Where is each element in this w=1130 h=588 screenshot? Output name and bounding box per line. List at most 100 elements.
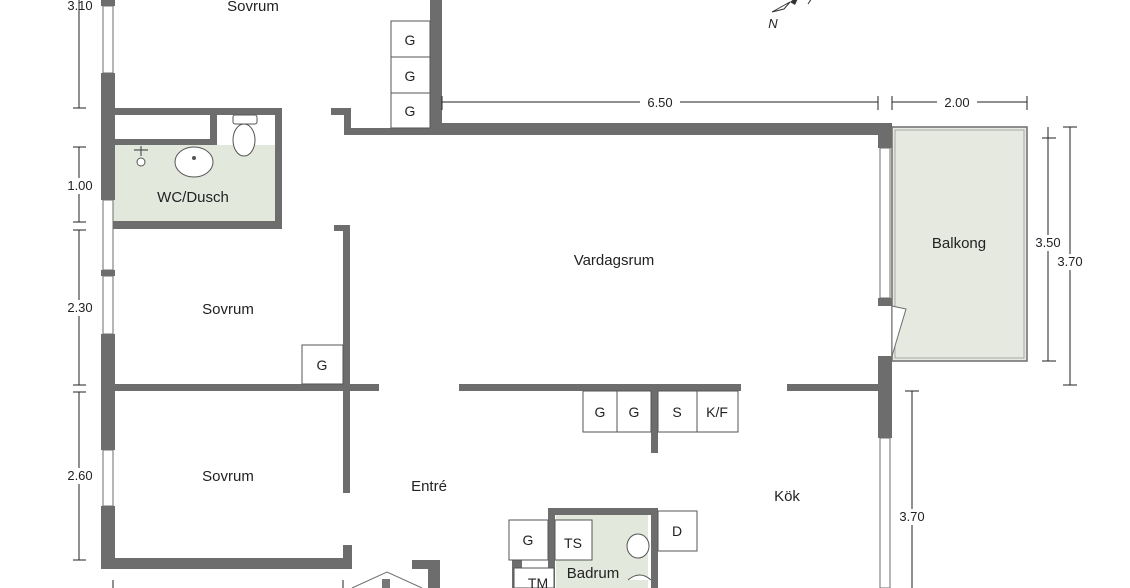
storage-g-bath (508, 519, 549, 561)
wall (343, 545, 352, 569)
dim-2-30: 2.30 (67, 300, 92, 315)
balcony-door (891, 305, 907, 357)
shower-mixer-icon (134, 146, 148, 156)
storage-g-2 (390, 56, 431, 94)
wall (343, 225, 350, 493)
wall (101, 0, 115, 6)
window (102, 5, 114, 74)
wall (101, 506, 115, 568)
wall (101, 334, 115, 450)
wall (651, 391, 658, 453)
dim-3-50: 3.50 (1035, 235, 1060, 250)
dishwasher-d (657, 510, 698, 552)
wall (548, 508, 555, 588)
dim-3-70-balcony: 3.70 (1057, 254, 1082, 269)
window (102, 275, 114, 335)
dim-3-10: 3.10 (67, 0, 92, 13)
fixture-label-tm: TM (528, 575, 548, 588)
storage-g-hall-1 (582, 390, 618, 433)
wall (878, 356, 892, 438)
window (879, 147, 891, 299)
room-label-sovrum-top: Sovrum (227, 0, 279, 15)
dim-bg (895, 509, 929, 525)
fixture-label-g: G (317, 357, 328, 373)
balcony-inner-edge (894, 129, 1025, 359)
wall (412, 560, 440, 569)
sink-icon (174, 146, 214, 178)
bath-toilet-icon (627, 574, 652, 581)
balcony-area (891, 126, 1028, 362)
sink-drain-icon (192, 156, 196, 160)
wall (787, 384, 880, 391)
fixture-label-g: G (523, 532, 534, 548)
storage-g-bedroom (301, 344, 344, 385)
fixture-label-d: D (672, 523, 682, 539)
dim-1-00: 1.00 (67, 178, 92, 193)
dim-bg (1030, 235, 1064, 251)
dim-bg (640, 94, 680, 110)
dim-2-60: 2.60 (67, 468, 92, 483)
wall (113, 221, 282, 229)
entrance-door (351, 571, 423, 588)
room-label-sovrum-bottom: Sovrum (202, 468, 254, 485)
fixture-label-ts: TS (564, 535, 582, 551)
window (102, 199, 114, 271)
dim-3-70-kitchen: 3.70 (899, 509, 924, 524)
north-arrow-icon (771, 0, 812, 13)
room-label-wc-dusch: WC/Dusch (157, 189, 229, 206)
fixture-label-g: G (405, 103, 416, 119)
room-label-vardagsrum: Vardagsrum (574, 252, 655, 269)
storage-kf (696, 390, 739, 433)
wall (101, 73, 115, 200)
wall (101, 270, 115, 276)
fixture-label-s: S (672, 404, 681, 420)
wall (878, 298, 892, 306)
window (879, 437, 891, 588)
wall (344, 128, 434, 135)
wall (430, 0, 442, 131)
wall (113, 384, 379, 391)
wall (651, 508, 658, 588)
wall (428, 560, 440, 588)
wall (101, 558, 352, 569)
room-label-entre: Entré (411, 478, 447, 495)
room-label-badrum: Badrum (567, 565, 620, 582)
fixture-label-g: G (405, 32, 416, 48)
fixture-label-kf: K/F (706, 404, 728, 420)
wall (459, 384, 741, 391)
wall (548, 508, 658, 515)
wall (878, 123, 892, 148)
compass-north-label: N (768, 16, 778, 31)
washer-tm (513, 567, 555, 588)
fixture-label-g: G (595, 404, 606, 420)
wall (113, 139, 215, 145)
dim-bg (1053, 254, 1087, 270)
room-label-sovrum-mid: Sovrum (202, 301, 254, 318)
wall (275, 108, 282, 226)
dim-6-50: 6.50 (647, 95, 672, 110)
dim-bg (62, 468, 96, 484)
wall (430, 123, 892, 135)
storage-g-hall-2 (616, 390, 652, 433)
window (102, 449, 114, 507)
toilet-tank-icon (232, 114, 258, 125)
dim-bg (937, 94, 977, 110)
bath-sink-icon (626, 533, 650, 559)
shower-head-icon (136, 157, 146, 167)
room-label-balkong: Balkong (932, 235, 986, 252)
toilet-icon (232, 123, 256, 157)
dryer-ts (554, 519, 593, 561)
wall (344, 108, 351, 135)
wall (113, 108, 282, 115)
dim-bg (62, 178, 96, 194)
storage-g-3 (390, 92, 431, 129)
dim-bg (62, 300, 96, 316)
wall (334, 225, 346, 231)
fixture-label-g: G (629, 404, 640, 420)
wall (210, 115, 217, 145)
room-label-kok: Kök (774, 488, 800, 505)
wall (331, 108, 351, 115)
entrance-marker (382, 579, 390, 588)
